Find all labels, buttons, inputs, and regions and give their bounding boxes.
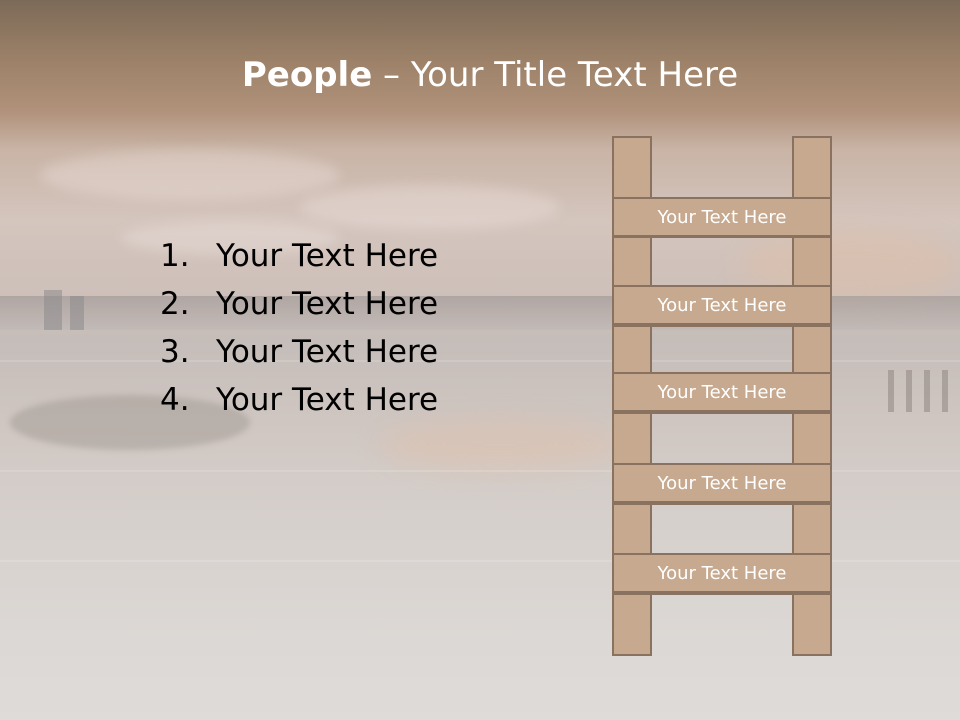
title-rest: – Your Title Text Here bbox=[372, 55, 739, 95]
numbered-list: 1. Your Text Here 2. Your Text Here 3. Your… bbox=[160, 232, 438, 424]
ladder-divider bbox=[612, 325, 832, 327]
list-number: 4. bbox=[160, 382, 190, 418]
list-item: 2. Your Text Here bbox=[160, 280, 438, 328]
ladder-rung-3: Your Text Here bbox=[612, 372, 832, 412]
ladder-rung-4: Your Text Here bbox=[612, 463, 832, 503]
ladder-rung-2: Your Text Here bbox=[612, 285, 832, 325]
list-number: 1. bbox=[160, 238, 190, 274]
ladder-rung-1: Your Text Here bbox=[612, 197, 832, 237]
list-text: Your Text Here bbox=[216, 286, 439, 322]
ladder-rung-5: Your Text Here bbox=[612, 553, 832, 593]
list-text: Your Text Here bbox=[216, 334, 439, 370]
ladder-divider bbox=[612, 412, 832, 414]
list-number: 3. bbox=[160, 334, 190, 370]
list-item: 4. Your Text Here bbox=[160, 376, 438, 424]
list-number: 2. bbox=[160, 286, 190, 322]
ladder-divider bbox=[612, 503, 832, 505]
list-item: 3. Your Text Here bbox=[160, 328, 438, 376]
list-text: Your Text Here bbox=[216, 382, 439, 418]
list-item: 1. Your Text Here bbox=[160, 232, 438, 280]
ladder-divider bbox=[612, 593, 832, 595]
title-bold-word: People bbox=[241, 55, 373, 95]
ladder-divider bbox=[612, 236, 832, 238]
list-text: Your Text Here bbox=[216, 238, 439, 274]
slide-title: People – Your Title Text Here bbox=[0, 52, 960, 98]
